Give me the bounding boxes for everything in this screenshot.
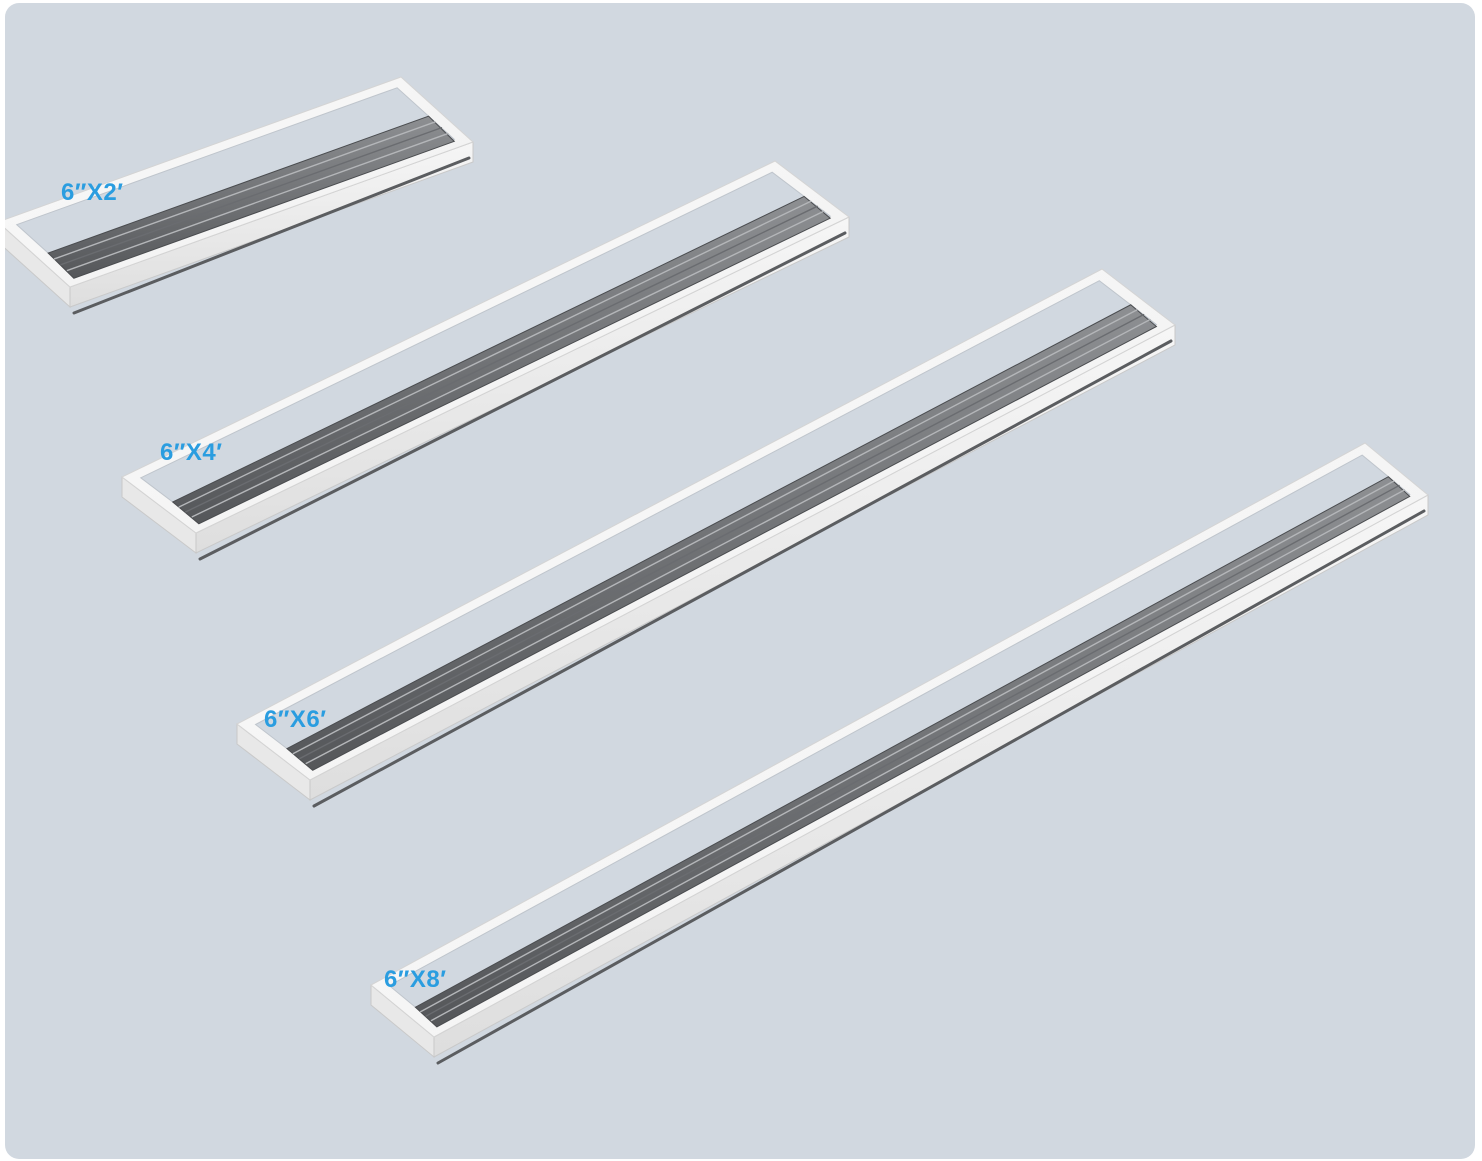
channel-rail [305,318,1151,765]
6-x-8-fixture [370,442,1429,1065]
fixture-illustrations [5,76,1429,1065]
size-label-6x4: 6″X4′ [160,439,223,466]
channel-rail [53,121,436,260]
bottom-shadow [72,156,471,315]
product-canvas: 6″X2′ 6″X4′ 6″X6′ 6″X8′ [5,3,1475,1159]
bottom-shadow [436,509,1426,1065]
metal-channel [286,304,1158,771]
metal-channel [47,115,456,279]
channel-rail [178,200,812,508]
channel-rail [185,205,818,513]
channel-rail [66,132,449,272]
channel-rail [60,127,443,266]
channel-rail [292,309,1138,755]
6-x-6-fixture [236,268,1176,808]
size-label-6x6: 6″X6′ [264,706,327,733]
6-x-4-fixture [121,160,850,561]
metal-channel [171,195,832,525]
channel-rail [299,313,1145,760]
channel-rail [430,489,1406,1022]
bottom-shadow [198,231,847,561]
metal-channel [414,476,1411,1028]
channel-rail [425,484,1400,1017]
bottom-shadow [312,339,1173,808]
size-label-6x8: 6″X8′ [384,966,447,993]
channel-rail [420,480,1395,1013]
6-x-2-fixture [5,76,474,315]
channel-rail [191,210,825,518]
size-label-6x2: 6″X2′ [61,179,124,206]
